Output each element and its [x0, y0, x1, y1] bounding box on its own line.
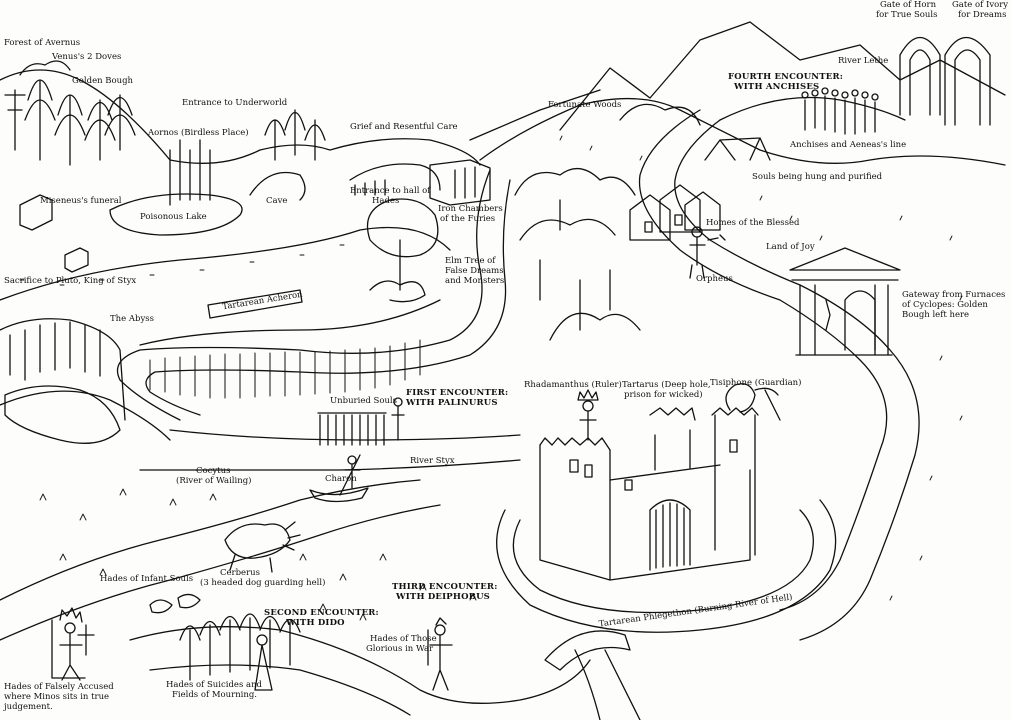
label-aornos: Aornos (Birdless Place)	[148, 128, 249, 138]
label-falsely-accused-3: judgement.	[4, 702, 53, 712]
rhadamanthus-figure	[577, 389, 599, 441]
label-infant-souls: Hades of Infant Souls	[100, 574, 194, 584]
label-second-encounter-1: SECOND ENCOUNTER:	[264, 608, 379, 618]
label-falsely-accused-2: where Minos sits in true	[4, 692, 110, 702]
label-gateway-2: of Cyclopes: Golden	[902, 300, 988, 310]
label-elm-tree-1: Elm Tree of	[445, 256, 496, 266]
label-cocytus-1: Cocytus	[196, 466, 231, 476]
label-the-abyss: The Abyss	[110, 314, 154, 324]
iron-chambers	[429, 159, 491, 206]
label-rhadamanthus: Rhadamanthus (Ruler)	[524, 380, 622, 390]
label-falsely-accused-1: Hades of Falsely Accused	[4, 682, 114, 692]
label-tisiphone: Tisiphone (Guardian)	[710, 378, 802, 388]
forest-trees	[4, 60, 326, 166]
label-cerberus-1: Cerberus	[220, 568, 260, 578]
bottom-path	[129, 626, 591, 716]
label-charon: Charon	[325, 474, 357, 484]
label-gate-horn-2: for True Souls	[876, 10, 938, 20]
unburied-souls	[317, 412, 387, 446]
hills	[0, 69, 1006, 441]
label-cave: Cave	[266, 196, 288, 206]
charon-boat	[309, 454, 369, 503]
label-first-encounter-1: FIRST ENCOUNTER:	[406, 388, 509, 398]
infant-souls	[149, 593, 201, 614]
label-cocytus-2: (River of Wailing)	[176, 476, 252, 486]
label-homes-blessed: Homes of the Blessed	[706, 218, 800, 228]
label-first-encounter-2: WITH PALINURUS	[406, 398, 498, 408]
fortunate-woods	[514, 103, 701, 341]
palinurus-figure	[391, 397, 405, 441]
minos-figure	[51, 607, 95, 681]
label-gateway-1: Gateway from Furnaces	[902, 290, 1006, 300]
temple-gateway	[789, 247, 901, 356]
label-venus-doves: Venus's 2 Doves	[52, 52, 122, 62]
label-poisonous-lake: Poisonous Lake	[140, 212, 207, 222]
gates-of-sleep	[899, 37, 991, 126]
label-gate-horn-1: Gate of Horn	[880, 0, 937, 10]
bridge	[544, 630, 631, 671]
mountains	[469, 21, 1006, 141]
label-unburied-souls: Unburied Souls	[330, 396, 398, 406]
label-river-lethe: River Lethe	[838, 56, 889, 66]
label-elm-tree-2: False Dreams	[445, 266, 504, 276]
label-gateway-3: Bough left here	[902, 310, 970, 320]
dido-figure	[254, 634, 273, 691]
label-grief: Grief and Resentful Care	[350, 122, 458, 132]
river-acheron	[116, 169, 511, 421]
poisonous-lake	[109, 139, 306, 236]
label-third-encounter-2: WITH DEIPHOBUS	[396, 592, 491, 602]
anchises-line	[801, 87, 879, 135]
label-iron-chambers-1: Iron Chambers	[438, 204, 503, 214]
river-styx	[139, 429, 521, 471]
label-fourth-encounter-2: WITH ANCHISES	[734, 82, 820, 92]
label-third-encounter-1: THIRD ENCOUNTER:	[392, 582, 498, 592]
label-sacrifice: Sacrifice to Pluto, King of Styx	[4, 276, 137, 286]
abyss-cliffs	[0, 318, 126, 444]
cerberus	[224, 521, 301, 573]
label-entrance-hall-1: Entrance to hall of	[350, 186, 431, 196]
label-orpheus: Orpheus	[696, 274, 733, 284]
hall-of-hades	[349, 163, 441, 196]
deiphobus-figure	[427, 617, 453, 691]
souls-hung	[704, 137, 771, 161]
label-iron-chambers-2: of the Furies	[440, 214, 496, 224]
label-gate-ivory-2: for Dreams	[958, 10, 1007, 20]
label-entrance-underworld: Entrance to Underworld	[182, 98, 288, 108]
mourning-trees	[179, 613, 301, 681]
label-tartarus-2: prison for wicked)	[624, 390, 703, 400]
grass-ticks	[19, 135, 963, 621]
label-elm-tree-3: and Monsters	[445, 276, 505, 286]
label-entrance-hall-2: Hades	[372, 196, 400, 206]
acheron-label-frame	[207, 289, 303, 319]
river-phlegethon	[496, 499, 837, 720]
label-river-styx: River Styx	[410, 456, 455, 466]
label-glorious-war-2: Glorious in War	[366, 644, 434, 654]
funeral-pyre	[19, 194, 89, 273]
elm-tree	[366, 198, 439, 303]
homes-of-blessed	[629, 184, 721, 241]
label-souls-hung: Souls being hung and purified	[752, 172, 883, 182]
label-cerberus-2: (3 headed dog guarding hell)	[200, 578, 326, 588]
label-golden-bough: Golden Bough	[72, 76, 134, 86]
cliff-ticks	[149, 339, 421, 399]
label-second-encounter-2: WITH DIDO	[286, 618, 345, 628]
castle-tartarus	[539, 407, 759, 581]
label-fourth-encounter-1: FOURTH ENCOUNTER:	[728, 72, 844, 82]
label-fortunate-woods: Fortunate Woods	[548, 100, 622, 110]
label-tartarus-1: Tartarus (Deep hole,	[622, 380, 711, 390]
orpheus-figure	[689, 226, 726, 279]
label-miseneus-funeral: Miseneus's funeral	[40, 196, 122, 206]
label-suicides-2: Fields of Mourning.	[172, 690, 258, 700]
label-suicides-1: Hades of Suicides and	[166, 680, 262, 690]
label-anchises-line: Anchises and Aeneas's line	[790, 140, 907, 150]
label-land-of-joy: Land of Joy	[766, 242, 815, 252]
label-glorious-war-1: Hades of Those	[370, 634, 437, 644]
river-cocytus	[0, 479, 441, 641]
label-gate-ivory-1: Gate of Ivory	[952, 0, 1009, 10]
tisiphone-figure	[725, 383, 781, 421]
label-forest-avernus: Forest of Avernus	[4, 38, 81, 48]
